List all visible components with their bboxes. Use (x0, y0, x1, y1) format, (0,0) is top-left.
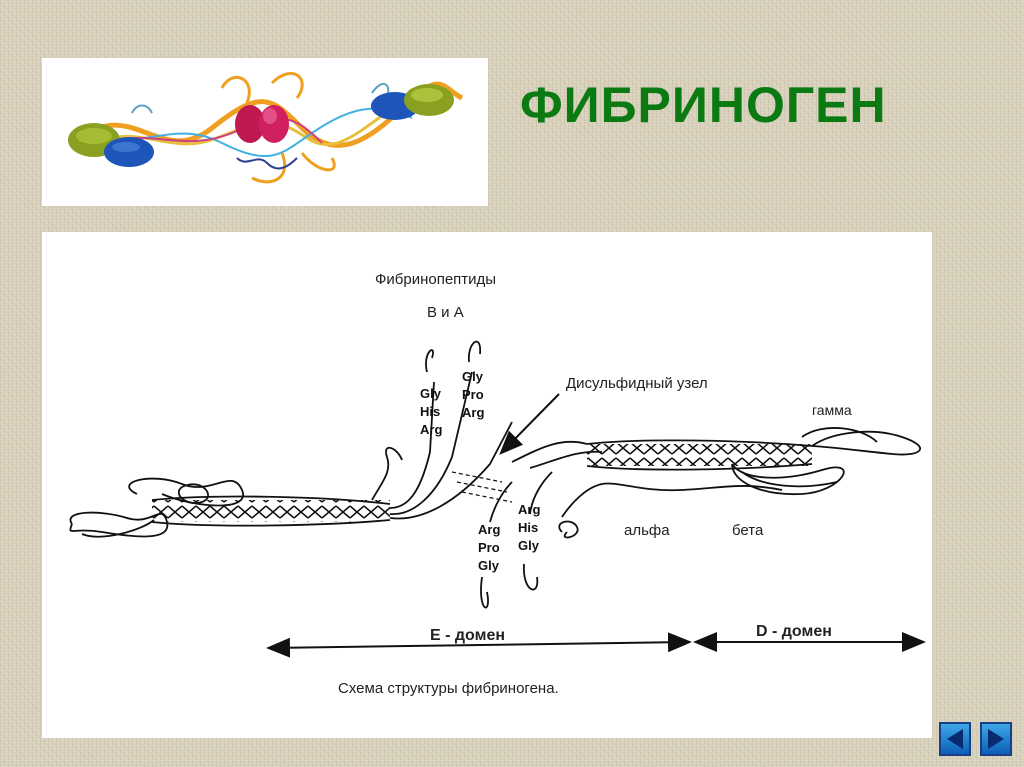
next-slide-button[interactable] (980, 722, 1012, 756)
fibrinopeptides-sub-label: В и А (427, 304, 464, 321)
alpha-label: альфа (624, 522, 670, 539)
svg-text:Gly: Gly (420, 386, 442, 401)
fibrinopeptides-label: Фибринопептиды (375, 271, 496, 288)
svg-text:His: His (420, 404, 440, 419)
svg-text:Gly: Gly (462, 369, 484, 384)
peptide-chain-left-b: Gly Pro Arg (462, 369, 484, 420)
svg-text:Gly: Gly (478, 558, 500, 573)
beta-label: бета (732, 522, 764, 539)
peptide-chain-right-b: Arg His Gly (518, 502, 540, 553)
slide-title: ФИБРИНОГЕН (520, 77, 887, 133)
peptide-loops (425, 340, 539, 609)
svg-text:His: His (518, 520, 538, 535)
disulfide-knot-label: Дисульфидный узел (566, 375, 708, 392)
molecule-illustration (68, 72, 464, 184)
fibrinogen-structure-diagram: Фибринопептиды В и А Дисульфидный узел г… (42, 232, 932, 738)
peptide-chain-right-a: Arg Pro Gly (478, 522, 500, 573)
e-domain-arrow (266, 632, 692, 658)
previous-slide-button[interactable] (939, 722, 971, 756)
gamma-label: гамма (812, 402, 852, 418)
svg-text:Arg: Arg (518, 502, 540, 517)
e-domain-label: E - домен (430, 627, 505, 644)
triangle-right-icon (988, 729, 1004, 749)
triangle-left-icon (947, 729, 963, 749)
diagram-caption: Схема структуры фибриногена. (338, 680, 559, 697)
d-domain-label: D - домен (756, 623, 832, 640)
disulfide-knot-arrow (499, 393, 560, 455)
fibrinogen-chains (69, 371, 921, 539)
svg-text:Gly: Gly (518, 538, 540, 553)
svg-text:Arg: Arg (478, 522, 500, 537)
svg-text:Arg: Arg (462, 405, 484, 420)
fibrinogen-molecule-image (42, 58, 488, 206)
svg-text:Pro: Pro (478, 540, 500, 555)
